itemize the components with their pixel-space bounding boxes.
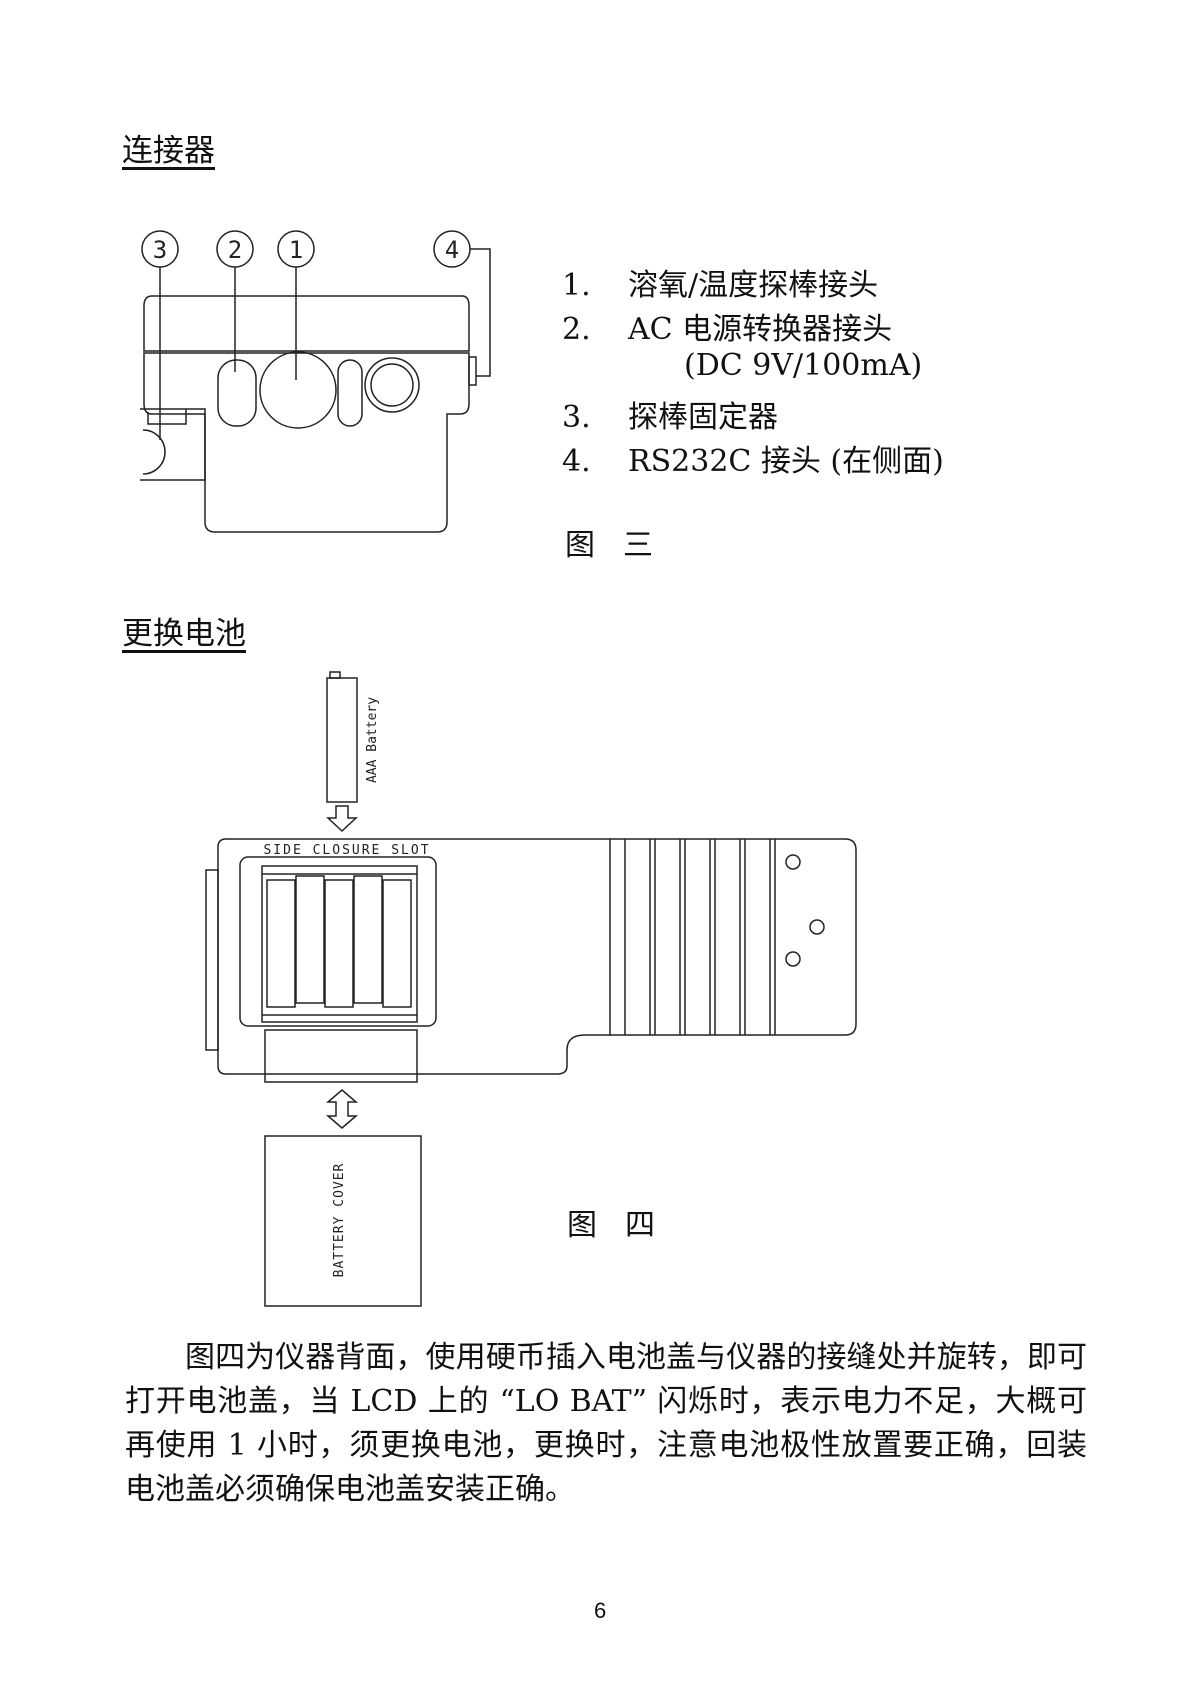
- battery-label: AAA Battery: [365, 697, 380, 783]
- figure-3-label: 图三: [565, 528, 681, 563]
- connector-diagram: 3 2 1 4: [140, 230, 491, 533]
- instructions-paragraph: 图四为仪器背面，使用硬币插入电池盖与仪器的接缝处并旋转，即可打开电池盖，当 LC…: [125, 1340, 1087, 1507]
- page-number: 6: [594, 1598, 607, 1623]
- battery-diagram: AAA Battery SIDE CLOSURE SLOT BATTERY CO…: [205, 671, 857, 1307]
- heading-battery: 更换电池: [122, 616, 246, 652]
- list-item: 4.RS232C 接头 (在侧面): [562, 444, 944, 479]
- battery-cover: [264, 1135, 422, 1307]
- heading-connectors: 连接器: [122, 133, 215, 169]
- callout-2: 2: [228, 236, 242, 264]
- cover-label: BATTERY COVER: [332, 1163, 347, 1278]
- slot-label: SIDE CLOSURE SLOT: [263, 843, 430, 858]
- callout-3: 3: [153, 236, 167, 264]
- list-item: 1.溶氧/温度探棒接头: [562, 268, 879, 303]
- callout-1: 1: [289, 236, 303, 264]
- list-item: 2.AC 电源转换器接头: [562, 312, 893, 347]
- callout-4: 4: [445, 236, 459, 264]
- list-item: (DC 9V/100mA): [684, 348, 923, 383]
- list-item: 3.探棒固定器: [562, 400, 778, 435]
- figure-4-label: 图四: [567, 1208, 683, 1243]
